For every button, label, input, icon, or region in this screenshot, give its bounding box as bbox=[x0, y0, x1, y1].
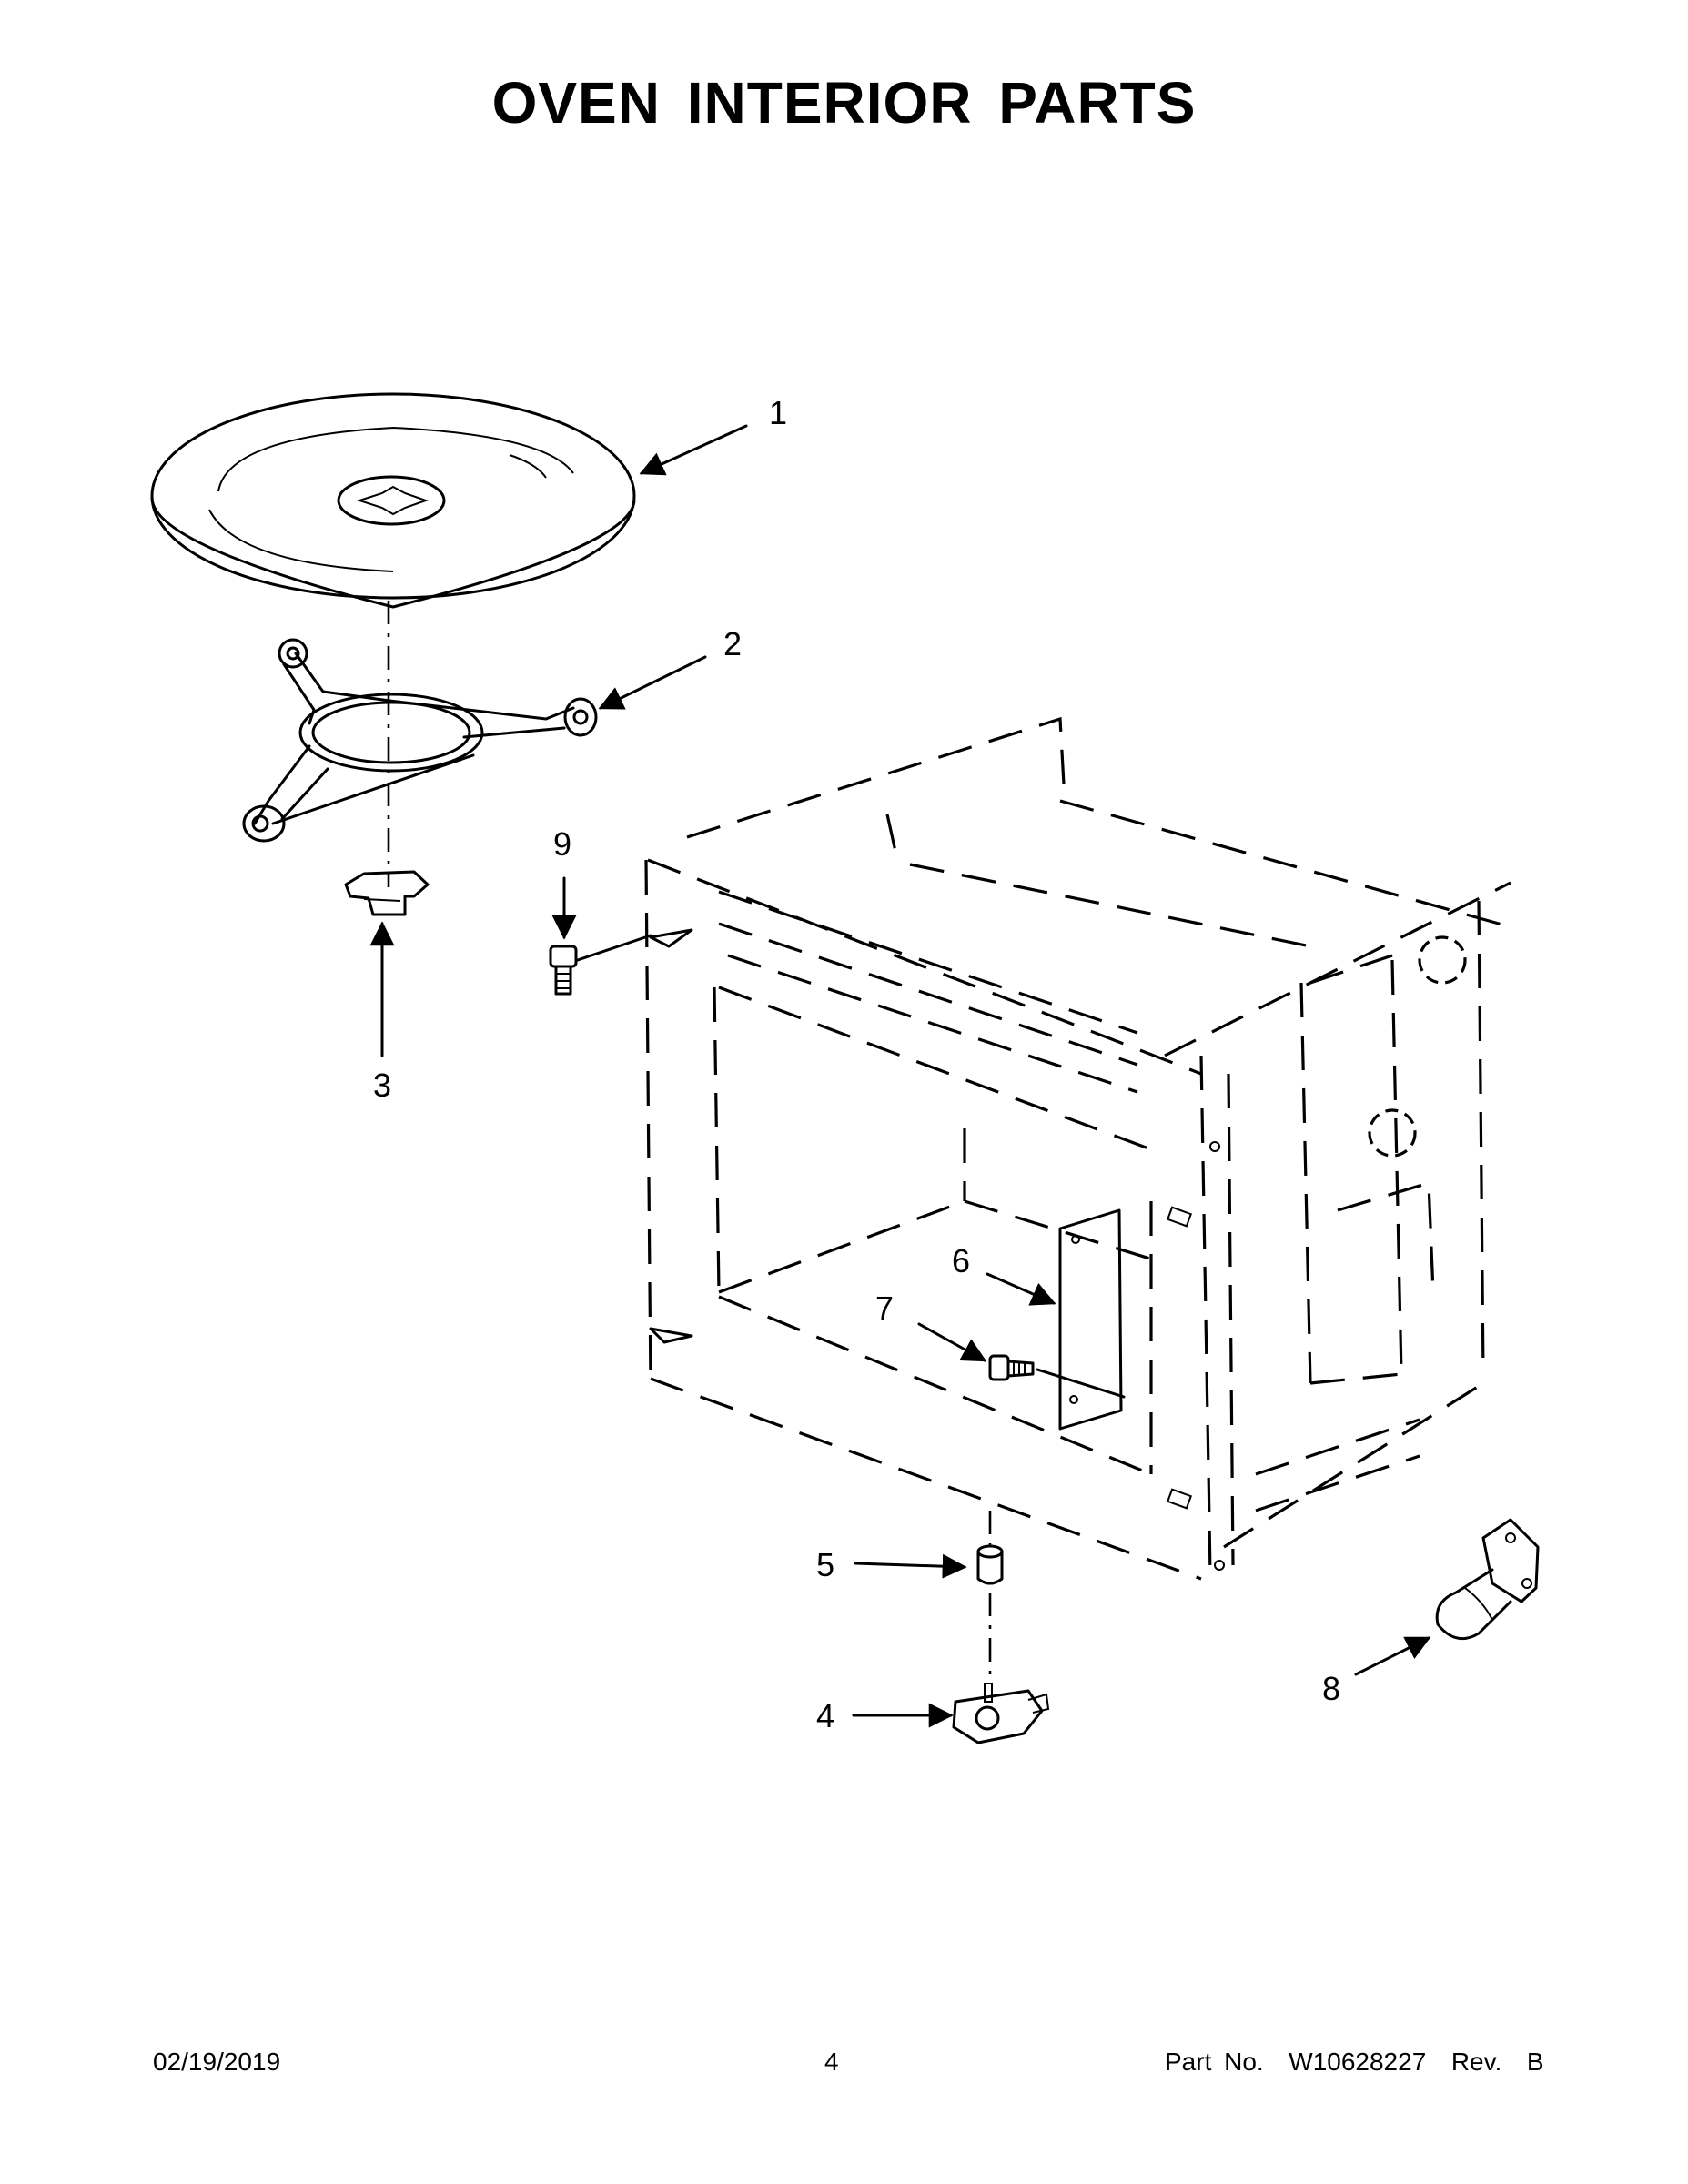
footer-part-number: Part No. W10628227 Rev. B bbox=[1165, 2048, 1544, 2076]
callout-5: 5 bbox=[816, 1546, 834, 1583]
oven-cavity-icon bbox=[644, 716, 1516, 1581]
callout-2: 2 bbox=[723, 625, 742, 662]
leader-1 bbox=[639, 424, 748, 476]
screw-icon bbox=[988, 1354, 1035, 1381]
coupler-icon bbox=[344, 870, 430, 916]
roller-ring-icon bbox=[242, 638, 598, 843]
leader-9b bbox=[576, 934, 652, 962]
callout-8: 8 bbox=[1322, 1670, 1340, 1707]
callout-1: 1 bbox=[769, 394, 787, 431]
callout-9: 9 bbox=[553, 825, 571, 863]
leader-7 bbox=[917, 1322, 987, 1362]
leader-2 bbox=[598, 655, 707, 710]
turntable-tray-icon bbox=[150, 392, 636, 609]
leader-8 bbox=[1354, 1636, 1431, 1676]
leader-5 bbox=[854, 1553, 967, 1579]
footer-date: 02/19/2019 bbox=[153, 2048, 281, 2076]
light-bulb-icon bbox=[1435, 1518, 1540, 1641]
leader-6 bbox=[986, 1272, 1056, 1306]
callout-3: 3 bbox=[373, 1067, 391, 1104]
leader-lines bbox=[369, 424, 1431, 1728]
turntable-motor-icon bbox=[952, 1683, 1050, 1744]
leader-7b bbox=[1036, 1368, 1126, 1399]
callout-7: 7 bbox=[875, 1289, 894, 1327]
callout-4: 4 bbox=[816, 1697, 834, 1734]
spacer-icon bbox=[976, 1511, 1004, 1679]
screw-icon bbox=[549, 945, 578, 996]
callout-6: 6 bbox=[952, 1242, 970, 1279]
page-title: OVEN INTERIOR PARTS bbox=[491, 70, 1197, 136]
footer-page-number: 4 bbox=[824, 2048, 839, 2076]
cover-plate-icon bbox=[1058, 1208, 1123, 1431]
